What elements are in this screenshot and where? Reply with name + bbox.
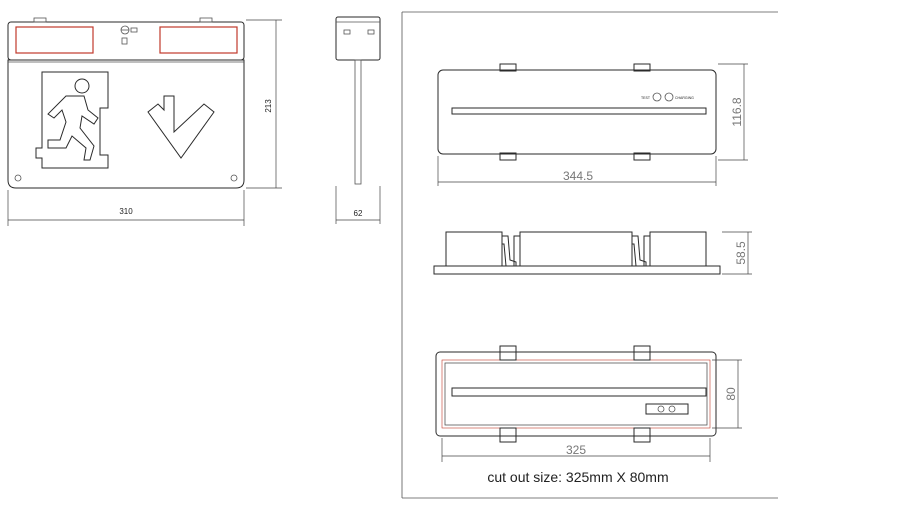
- cutout-opening: [441, 359, 711, 429]
- test-button: [652, 92, 662, 102]
- profile-clip: [501, 235, 517, 267]
- top-width-label: 344.5: [563, 169, 593, 183]
- side-panel-edge: [354, 59, 362, 185]
- side-view: 62: [335, 16, 381, 224]
- cutout-light-slot: [451, 387, 707, 397]
- running-man-icon: [35, 71, 109, 169]
- sign-panel: [7, 59, 245, 189]
- profile-clip: [513, 235, 520, 266]
- indicator-block: [645, 403, 689, 415]
- screw-icon: [14, 174, 22, 182]
- red-indicator-right: [159, 26, 238, 54]
- red-indicator-left: [15, 26, 94, 54]
- light-slot: [451, 107, 707, 115]
- charging-indicator: [664, 92, 674, 102]
- down-arrow-icon: [147, 95, 215, 159]
- charging-label: CHARGING: [675, 96, 694, 100]
- profile-height-label: 58.5: [734, 241, 748, 265]
- mount-clip: [633, 63, 651, 72]
- front-view: 310 213: [7, 17, 282, 226]
- cutout-caption: cut out size: 325mm X 80mm: [487, 469, 668, 485]
- mount-clip: [633, 152, 651, 161]
- profile-body-right: [649, 231, 707, 267]
- test-label: TEST: [641, 96, 651, 100]
- profile-clip: [631, 235, 647, 267]
- front-height-label: 213: [264, 99, 273, 113]
- top-clip: [199, 17, 213, 23]
- sign-header-bar: [7, 21, 245, 61]
- cutout-height-label: 80: [724, 387, 738, 401]
- top-height-label: 116.8: [730, 97, 744, 126]
- key-switch-icon: [120, 25, 138, 45]
- side-depth-label: 62: [354, 209, 363, 218]
- top-clip: [33, 17, 47, 23]
- front-width-label: 310: [119, 207, 133, 216]
- cutout-width-label: 325: [566, 443, 586, 457]
- cutout-clip: [499, 427, 517, 443]
- cutout-outer-frame: [435, 351, 717, 437]
- cutout-clip: [499, 345, 517, 361]
- profile-body-center: [519, 231, 633, 267]
- top-view: TEST CHARGING 344.5 116.8: [437, 63, 748, 186]
- mount-clip: [499, 63, 517, 72]
- side-housing: [335, 16, 381, 61]
- top-housing: [437, 69, 717, 155]
- profile-view: 58.5: [433, 231, 752, 275]
- profile-flange: [433, 265, 721, 275]
- cutout-clip: [633, 345, 651, 361]
- cutout-view: 325 80 cut out size: 325mm X 80mm: [435, 345, 742, 485]
- cutout-clip: [633, 427, 651, 443]
- profile-clip: [643, 235, 650, 266]
- profile-body-left: [445, 231, 503, 267]
- mount-clip: [499, 152, 517, 161]
- screw-icon: [230, 174, 238, 182]
